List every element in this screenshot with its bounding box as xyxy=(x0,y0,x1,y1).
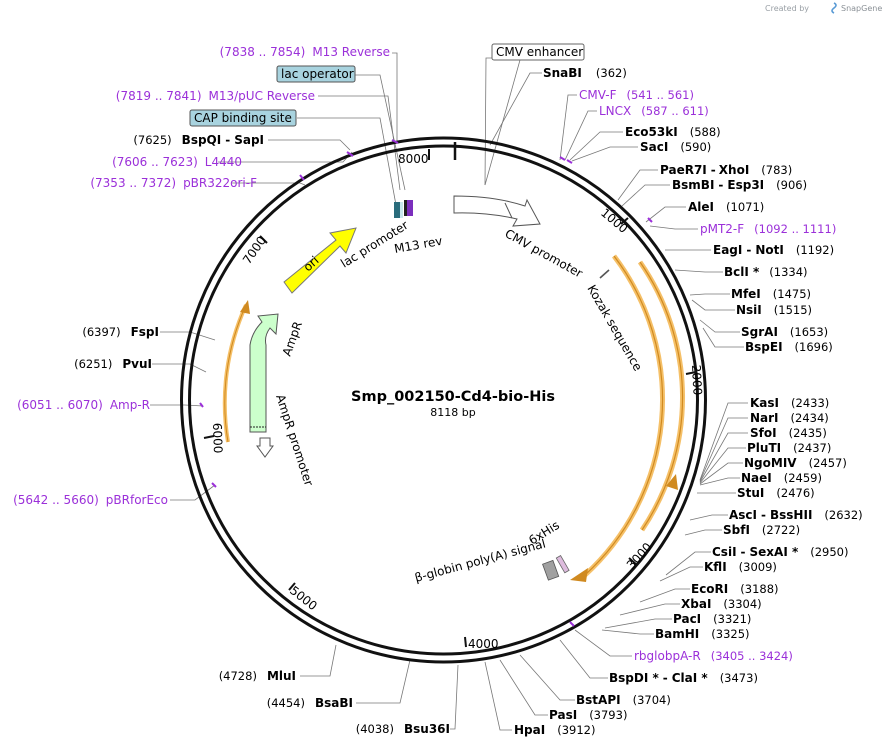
label-cmv-promoter: CMV promoter xyxy=(503,226,585,280)
tick-6000: 6000 xyxy=(210,423,225,454)
site-hpai: HpaI(3912) xyxy=(514,723,595,737)
tick-7000: 7000 xyxy=(240,234,269,267)
label-kozak: Kozak sequence xyxy=(584,283,645,374)
site-eco53ki: Eco53kI(588) xyxy=(625,125,721,139)
primer-m13-puc-reverse: (7819 .. 7841)M13/pUC Reverse xyxy=(116,89,315,103)
site-pasi: PasI(3793) xyxy=(549,708,627,722)
site-bamhi: BamHI(3325) xyxy=(655,627,750,641)
ampr-promoter-arrow xyxy=(256,437,274,458)
site-nsii: NsiI(1515) xyxy=(736,303,812,317)
site-ngomiv: NgoMIV(2457) xyxy=(744,456,847,470)
kozak-mark xyxy=(599,269,610,279)
site-sgrai: SgrAI(1653) xyxy=(741,325,828,339)
site-fspi: (6397)FspI xyxy=(82,325,159,339)
primer-lncx: LNCX(587 .. 611) xyxy=(599,104,709,118)
snapgene-credit: Created by SnapGene xyxy=(765,2,882,14)
site-kfli: KflI(3009) xyxy=(704,560,777,574)
boxed-feature-labels: CMV enhancer lac operator CAP binding si… xyxy=(189,43,585,127)
credit-prefix: Created by xyxy=(765,4,809,13)
tick-5000: 5000 xyxy=(287,583,320,613)
sites-left: (7625)BspQI-SapI (6397)FspI (6251)PvuI (… xyxy=(74,133,450,736)
tick-4000: 4000 xyxy=(468,637,499,651)
site-csii-sexai: CsiI-SexAI *(2950) xyxy=(712,545,849,559)
primer-pmt2-f: pMT2-F(1092 .. 1111) xyxy=(700,222,836,236)
polya-mark xyxy=(542,559,560,581)
primer-cmv-f: CMV-F(541 .. 561) xyxy=(579,88,694,102)
his-tag-mark xyxy=(555,555,570,574)
site-xbai: XbaI(3304) xyxy=(681,597,762,611)
label-cap-binding-site: CAP binding site xyxy=(194,111,292,125)
site-kasi: KasI(2433) xyxy=(750,396,829,410)
primer-labels-right: CMV-F(541 .. 561) LNCX(587 .. 611) pMT2-… xyxy=(579,88,836,663)
site-stui: StuI(2476) xyxy=(737,486,815,500)
site-pluti: PluTI(2437) xyxy=(747,441,831,455)
site-mlui: (4728)MluI xyxy=(219,669,296,683)
site-paer7i-xhoi: PaeR7I-XhoI(783) xyxy=(660,163,792,177)
label-m13-rev: M13 rev xyxy=(393,234,443,256)
site-naei: NaeI(2459) xyxy=(741,471,822,485)
site-saci: SacI(590) xyxy=(640,140,711,154)
primer-l4440: (7606 .. 7623)L4440 xyxy=(112,155,242,169)
tick-8000: 8000 xyxy=(398,152,429,166)
credit-brand: SnapGene xyxy=(841,4,882,13)
sites-right: SnaBI(362) Eco53kI(588) SacI(590) PaeR7I… xyxy=(514,66,863,737)
site-mfei: MfeI(1475) xyxy=(731,287,811,301)
site-bsu36i: (4038)Bsu36I xyxy=(356,722,450,736)
tick-3000: 3000 xyxy=(624,540,655,572)
label-ampr-promoter: AmpR promoter xyxy=(273,393,316,488)
backbone xyxy=(180,136,707,664)
primer-pbr322ori-f: (7353 .. 7372)pBR322ori-F xyxy=(90,176,257,190)
site-bstapi: BstAPI(3704) xyxy=(576,693,671,707)
primer-rbglobpa-r: rbglobpA-R(3405 .. 3424) xyxy=(634,649,793,663)
label-polya: β-globin poly(A) signal xyxy=(413,536,547,584)
site-asci-bsshii: AscI-BssHII(2632) xyxy=(729,508,863,522)
snapgene-logo-icon xyxy=(831,2,837,14)
site-sfoi: SfoI(2435) xyxy=(750,426,827,440)
plasmid-length: 8118 bp xyxy=(430,406,475,419)
site-snabi: SnaBI(362) xyxy=(543,66,627,80)
site-nari: NarI(2434) xyxy=(750,411,829,425)
primer-amp-r: (6051 .. 6070)Amp-R xyxy=(17,398,150,412)
site-bspei: BspEI(1696) xyxy=(745,340,833,354)
tick-marks xyxy=(203,149,697,648)
tick-2000: 2000 xyxy=(689,364,705,395)
site-bsabi: (4454)BsaBI xyxy=(267,696,353,710)
site-bspqi-sapi: (7625)BspQI-SapI xyxy=(133,133,264,147)
primer-labels-left: (7838 .. 7854)M13 Reverse (7819 .. 7841)… xyxy=(13,45,390,507)
primer-pbrforeco: (5642 .. 5660)pBRforEco xyxy=(13,493,168,507)
site-sbfi: SbfI(2722) xyxy=(723,523,800,537)
primer-ticks xyxy=(199,139,653,627)
features xyxy=(222,195,685,582)
site-bspdi-clai: BspDI *-ClaI *(3473) xyxy=(609,671,758,685)
label-cmv-enhancer: CMV enhancer xyxy=(496,45,583,59)
site-bcli: BclI *(1334) xyxy=(724,265,808,279)
ampr-arrow xyxy=(249,313,279,433)
label-ampr: AmpR xyxy=(280,320,305,358)
plasmid-name: Smp_002150-Cd4-bio-His xyxy=(351,389,555,405)
primer-m13-reverse: (7838 .. 7854)M13 Reverse xyxy=(220,45,390,59)
site-paci: PacI(3321) xyxy=(673,612,751,626)
cmv-promoter-arrow xyxy=(453,195,541,227)
site-bsmbi-esp3i: BsmBI-Esp3I(906) xyxy=(672,178,807,192)
site-alei: AleI(1071) xyxy=(688,200,764,214)
site-pvui: (6251)PvuI xyxy=(74,357,152,371)
connector-lines xyxy=(150,52,748,731)
label-lac-operator: lac operator xyxy=(281,67,354,81)
site-ecori: EcoRI(3188) xyxy=(691,582,779,596)
ori-arrow xyxy=(283,227,357,294)
site-eagi-noti: EagI-NotI(1192) xyxy=(713,243,834,257)
